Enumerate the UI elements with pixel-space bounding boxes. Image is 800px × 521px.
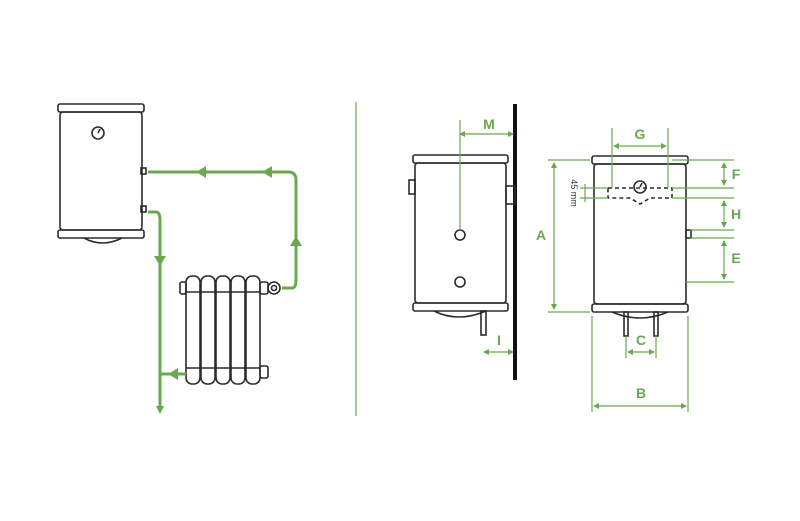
dimension-label-M: M: [483, 116, 495, 132]
flow-arrowheads: [154, 166, 302, 380]
dimension-label-F: F: [732, 166, 741, 182]
dimension-label-B: B: [636, 385, 646, 401]
dimension-label-C: C: [636, 332, 646, 348]
dimension-label-I: I: [497, 332, 501, 348]
front-view-dimensions: [548, 128, 734, 412]
dimension-label-G: G: [635, 126, 646, 142]
dimension-label-E: E: [731, 250, 740, 266]
side-view: [408, 104, 517, 380]
dimension-label-H: H: [731, 206, 741, 222]
side-view-dimensions: [459, 120, 514, 355]
thermometer-icon: [91, 126, 105, 140]
front-view: [591, 155, 692, 337]
left-installation-scheme: [57, 103, 302, 414]
boiler-tank: [57, 103, 147, 244]
offset-note-45mm: 45 mm: [569, 179, 579, 207]
dimension-label-A: A: [536, 227, 546, 243]
radiator: [179, 275, 281, 385]
